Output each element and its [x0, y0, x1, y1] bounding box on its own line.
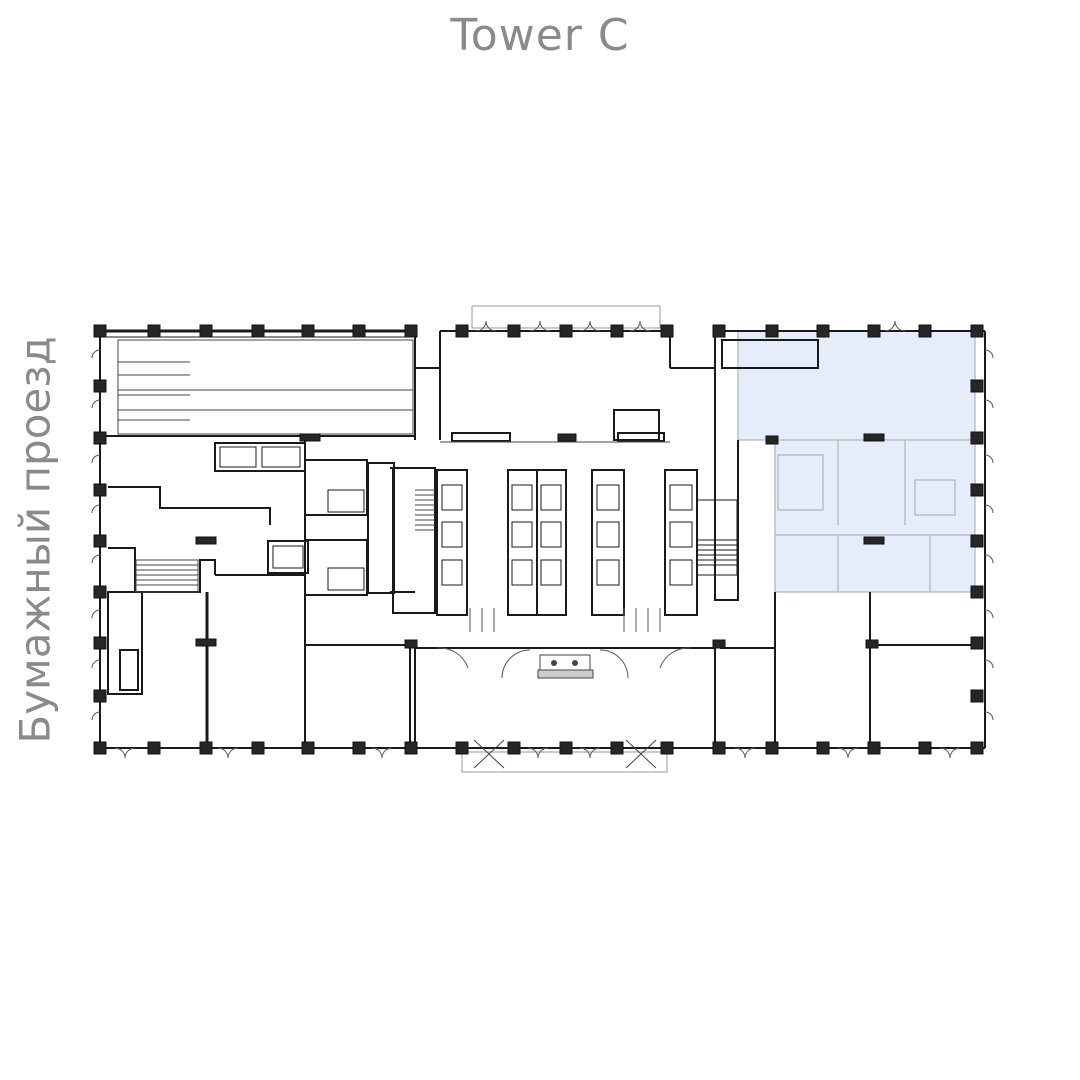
west-core — [214, 442, 415, 596]
south-east-rooms — [869, 592, 975, 748]
north-west-hall — [100, 339, 415, 437]
reception-desk — [537, 654, 594, 679]
central-lobby-walls — [414, 367, 716, 748]
revolving-doors — [473, 739, 657, 769]
door-swings — [91, 320, 994, 759]
turnstiles — [469, 608, 661, 632]
tower-title: Tower C — [450, 10, 630, 61]
elevator-bank-2 — [507, 469, 567, 616]
east-core — [613, 339, 819, 748]
elevator-bank-1 — [436, 469, 468, 616]
west-stairwell — [392, 467, 436, 614]
structural-columns — [93, 324, 984, 755]
office-unit-east[interactable] — [737, 330, 976, 593]
elevator-bank-4 — [664, 469, 698, 616]
elevator-bank-3 — [591, 469, 625, 616]
south-canopy — [461, 751, 668, 773]
west-stairs — [135, 559, 199, 593]
